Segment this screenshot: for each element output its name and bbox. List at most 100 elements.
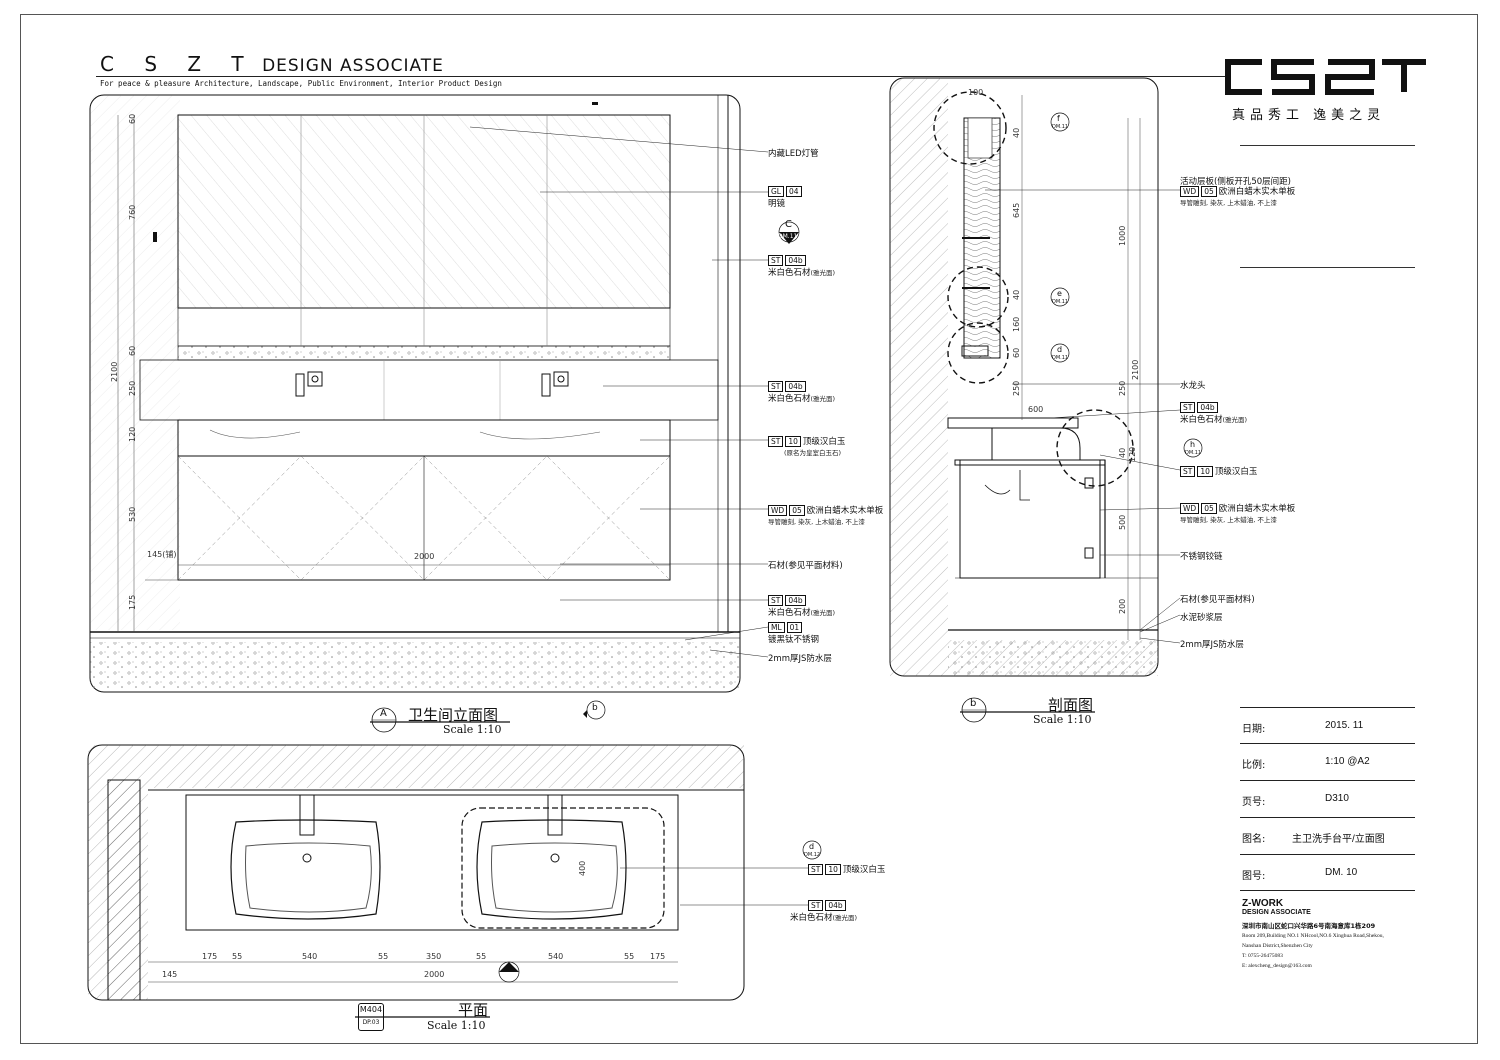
note-text: 欧洲白蜡木实木单板 <box>1218 187 1296 197</box>
plan-dim-total: 2000 <box>424 970 445 979</box>
elev-dim-v-4: 120 <box>128 426 137 442</box>
brand-tagline: For peace & pleasure Architecture, Lands… <box>100 79 502 88</box>
sect-dim-r-0: 1000 <box>1118 225 1127 246</box>
tb-value: DM. 10 <box>1325 867 1358 878</box>
tag-num: 04b <box>785 381 806 392</box>
tag-num: 05 <box>789 505 805 516</box>
sect-dim-v-2: 40 <box>1012 289 1021 300</box>
note-text: 水泥砂浆层 <box>1180 613 1223 623</box>
elev-dim-offset: 145(铺) <box>147 550 177 559</box>
tb-company: Z-WORK <box>1242 898 1284 909</box>
tb-key: 比例: <box>1242 760 1266 771</box>
elev-note-waterproof: 2mm厚JS防水层 <box>768 652 832 664</box>
callout-d-letter: d <box>1057 345 1063 354</box>
callout-d-ref: DM.11 <box>1052 355 1069 361</box>
callout-c-ref: DM.11 <box>778 233 798 240</box>
sect-note-mortar: 水泥砂浆层 <box>1180 611 1223 623</box>
callout-c-letter: C <box>785 219 792 230</box>
plan-dim-2: 540 <box>302 952 318 961</box>
note-sub: (雅光面) <box>810 395 836 403</box>
note-text: 活动层板(侧板开孔50层间距) <box>1180 177 1291 187</box>
plan-code: M404 <box>359 1005 383 1014</box>
sect-note-shelf: 活动层板(侧板开孔50层间距) <box>1180 175 1291 187</box>
tag-num: 05 <box>1201 503 1217 514</box>
sect-note-faucet: 水龙头 <box>1180 379 1206 391</box>
sect-note-hinge: 不锈钢铰链 <box>1180 550 1223 562</box>
sect-dim-r-2: 2100 <box>1131 359 1140 380</box>
tb-row-scale: 比例: 1:10 @A2 <box>1240 743 1415 780</box>
note-text: 2mm厚JS防水层 <box>768 654 832 664</box>
sect-note-waterproof: 2mm厚JS防水层 <box>1180 638 1244 650</box>
sect-dim-r-1: 250 <box>1118 380 1127 396</box>
sect-dim-lower-1: 200 <box>1118 598 1127 614</box>
elev-dim-width: 2000 <box>414 552 435 561</box>
sect-dim-h: 600 <box>1028 405 1044 414</box>
tag-num: 10 <box>785 436 801 447</box>
tb-value: 1:10 @A2 <box>1325 756 1370 767</box>
tb-key: 日期: <box>1242 724 1266 735</box>
tb-email: E: alexcheng_design@163.com <box>1242 963 1312 969</box>
callout-h-ref: DM.11 <box>1185 450 1202 456</box>
plan-dim-8: 175 <box>650 952 666 961</box>
tag-num: 04b <box>785 595 806 606</box>
sect-dim-v-4: 60 <box>1012 347 1021 358</box>
section-leaders <box>985 189 1181 644</box>
tb-company-sub: DESIGN ASSOCIATE <box>1242 909 1311 916</box>
sect-dim-v-3: 160 <box>1012 316 1021 332</box>
tag-code: GL <box>768 186 784 197</box>
tb-row-date: 日期:2015. 11 <box>1240 707 1415 744</box>
elev-title-letter: A <box>380 708 387 719</box>
note-text: 欧洲白蜡木实木单板 <box>806 506 884 516</box>
brand-letters: C S Z T <box>100 52 256 76</box>
note-text: 米白色石材 <box>1180 415 1223 425</box>
callout-e-letter: e <box>1057 289 1062 298</box>
elev-note-led-text: 内藏LED灯管 <box>768 149 819 159</box>
note-text: 2mm厚JS防水层 <box>1180 640 1244 650</box>
tag-num: 05 <box>1201 186 1217 197</box>
callout-h-letter: h <box>1190 440 1196 449</box>
tb-row-name: 图名:主卫洗手台平/立面图 <box>1240 817 1415 854</box>
elev-dim-v-3: 250 <box>128 380 137 396</box>
note-text: 米白色石材 <box>768 268 811 278</box>
tag-code: ST <box>768 595 784 606</box>
tag-code: ML <box>768 622 785 633</box>
tag-code: ST <box>768 255 784 266</box>
note-sub: (原名为皇室白玉石) <box>784 449 842 457</box>
note-text: 米白色石材 <box>768 608 811 618</box>
tag-code: ST <box>768 381 784 392</box>
plan-code-sub: DP.03 <box>362 1019 380 1026</box>
tb-key: 页号: <box>1242 797 1266 808</box>
elev-note-led: 内藏LED灯管 <box>768 147 819 159</box>
tag-code: ST <box>768 436 784 447</box>
elev-dim-v-2: 60 <box>128 345 137 356</box>
note-text: 米白色石材 <box>790 913 833 923</box>
note-text: 镀黑钛不锈钢 <box>768 635 820 645</box>
tag-num: 01 <box>786 622 803 633</box>
sect-dim-small-0: 40 <box>1118 447 1127 458</box>
note-text: 米白色石材 <box>768 394 811 404</box>
tag-code: ST <box>1180 466 1196 477</box>
tag-code: ST <box>808 900 824 911</box>
tb-key: 图号: <box>1242 871 1266 882</box>
note-text: 顶级汉白玉 <box>802 437 846 447</box>
note-sub: (雅光面) <box>832 914 858 922</box>
tb-rule-1 <box>1240 145 1415 146</box>
callout-d2-ref: DM.12 <box>804 852 821 858</box>
note-text: 石材(参见平面材料) <box>768 561 843 571</box>
callout-d2-letter: d <box>809 842 815 851</box>
note-sub: 导管雕刻, 染灰, 上木蜡油, 不上漆 <box>1180 199 1277 207</box>
tag-num: 04b <box>785 255 806 266</box>
sect-dim-small-1: 120 <box>1128 446 1137 462</box>
note-text: 顶级汉白玉 <box>1214 467 1258 477</box>
sect-dim-top: 100 <box>968 88 984 97</box>
callout-f-ref: DM.11 <box>1052 124 1069 130</box>
tag-num: 10 <box>1197 466 1213 477</box>
tag-code: ST <box>1180 402 1196 413</box>
